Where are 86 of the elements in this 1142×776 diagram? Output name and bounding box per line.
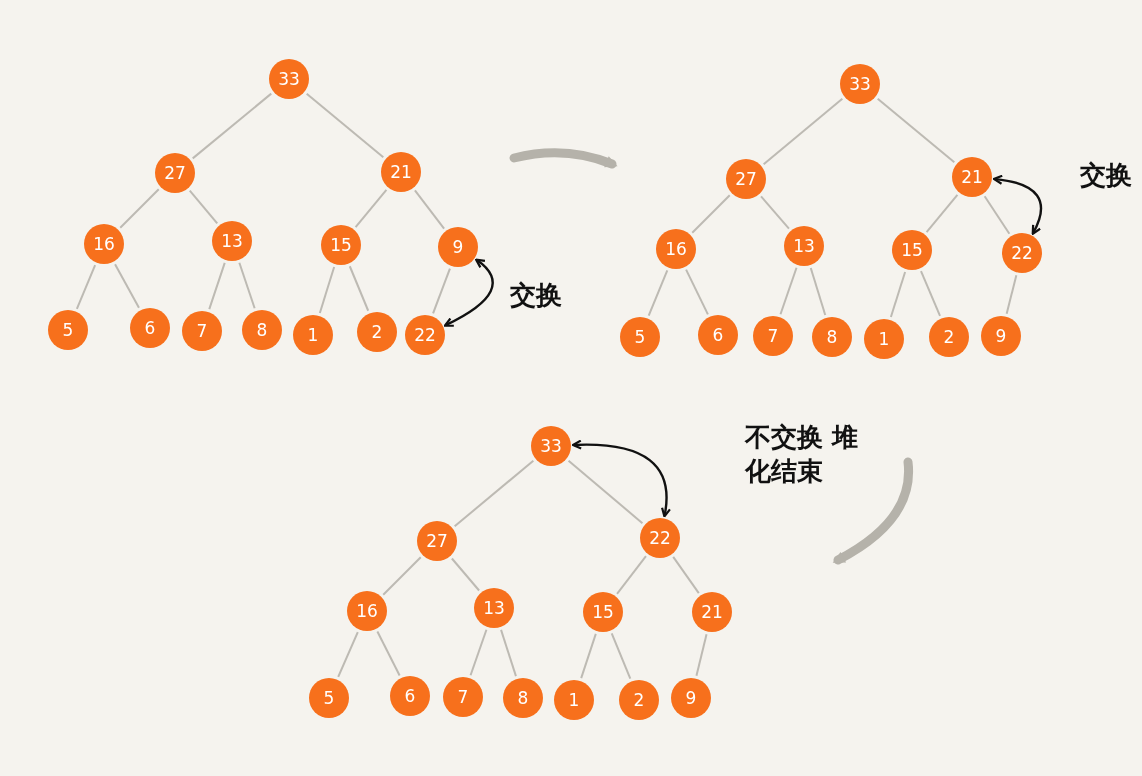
heap-node: 7: [182, 311, 222, 351]
tree-edge: [580, 632, 597, 680]
tree-edge: [413, 189, 446, 230]
tree-edge: [354, 188, 388, 229]
swap-arrow: [443, 258, 494, 327]
heap-node: 5: [620, 317, 660, 357]
tree-edge: [647, 269, 669, 317]
edge-label: 交换: [1080, 158, 1132, 192]
heap-node: 27: [155, 153, 195, 193]
tree-edge: [760, 195, 790, 230]
tree-edge: [920, 270, 941, 317]
tree-edge: [610, 632, 632, 680]
heap-node: 22: [1002, 233, 1042, 273]
heap-node: 27: [417, 521, 457, 561]
heap-node: 16: [347, 591, 387, 631]
heap-node: 15: [321, 225, 361, 265]
heap-node: 6: [130, 308, 170, 348]
heap-node: 22: [405, 315, 445, 355]
tree-edge: [432, 267, 451, 315]
tree-edge: [208, 261, 226, 311]
heap-node: 8: [242, 310, 282, 350]
heap-node: 5: [48, 310, 88, 350]
tree-edge: [691, 194, 731, 234]
tree-edge: [685, 268, 709, 316]
tree-edge: [305, 92, 385, 159]
heap-node: 21: [381, 152, 421, 192]
heap-node: 9: [981, 316, 1021, 356]
heap-node: 9: [438, 227, 478, 267]
tree-edge: [114, 263, 140, 309]
heap-node: 21: [692, 592, 732, 632]
tree-edge: [382, 556, 422, 596]
tree-edge: [238, 261, 256, 310]
tree-edge: [1005, 274, 1018, 315]
heap-node: 22: [640, 518, 680, 558]
tree-edge: [876, 97, 956, 164]
heap-node: 15: [892, 230, 932, 270]
tree-edge: [889, 270, 907, 319]
tree-edge: [809, 267, 827, 316]
heap-node: 6: [390, 676, 430, 716]
tree-edge: [318, 265, 336, 315]
heap-node: 13: [212, 221, 252, 261]
heap-node: 8: [812, 317, 852, 357]
tree-edge: [450, 557, 481, 592]
tree-edge: [453, 459, 535, 528]
heap-node: 16: [84, 224, 124, 264]
edge-label: 交换: [510, 278, 562, 312]
swap-arrow: [992, 174, 1043, 235]
tree-edge: [469, 628, 488, 677]
heap-node: 1: [554, 680, 594, 720]
heap-node: 15: [583, 592, 623, 632]
heap-node: 16: [656, 229, 696, 269]
tree-edge: [616, 555, 647, 595]
heap-node: 9: [671, 678, 711, 718]
heap-node: 27: [726, 159, 766, 199]
heap-node: 33: [840, 64, 880, 104]
tree-edge: [672, 555, 700, 595]
heap-node: 6: [698, 315, 738, 355]
tree-edge: [119, 188, 160, 229]
heap-node: 1: [293, 315, 333, 355]
tree-edge: [567, 459, 644, 525]
swap-arrow: [571, 439, 671, 518]
tree-edge: [75, 264, 97, 310]
heap-node: 2: [357, 312, 397, 352]
heap-node: 7: [753, 316, 793, 356]
heap-node: 8: [503, 678, 543, 718]
heap-node: 2: [619, 680, 659, 720]
heap-node: 13: [474, 588, 514, 628]
tree-edge: [191, 92, 273, 160]
tree-edge: [500, 628, 517, 678]
tree-edge: [779, 266, 798, 316]
tree-edge: [376, 630, 401, 677]
tree-edge: [695, 633, 708, 677]
tree-edge: [337, 631, 359, 678]
heap-node: 13: [784, 226, 824, 266]
heap-node: 1: [864, 319, 904, 359]
tree-edge: [762, 97, 844, 166]
heap-node: 5: [309, 678, 349, 718]
tree-edge: [983, 195, 1011, 235]
heap-node: 33: [531, 426, 571, 466]
tree-edge: [348, 265, 370, 312]
heap-node: 2: [929, 317, 969, 357]
tree-edge: [188, 189, 219, 225]
heap-node: 21: [952, 157, 992, 197]
heap-node: 7: [443, 677, 483, 717]
tree-edge: [925, 193, 959, 234]
heap-node: 33: [269, 59, 309, 99]
